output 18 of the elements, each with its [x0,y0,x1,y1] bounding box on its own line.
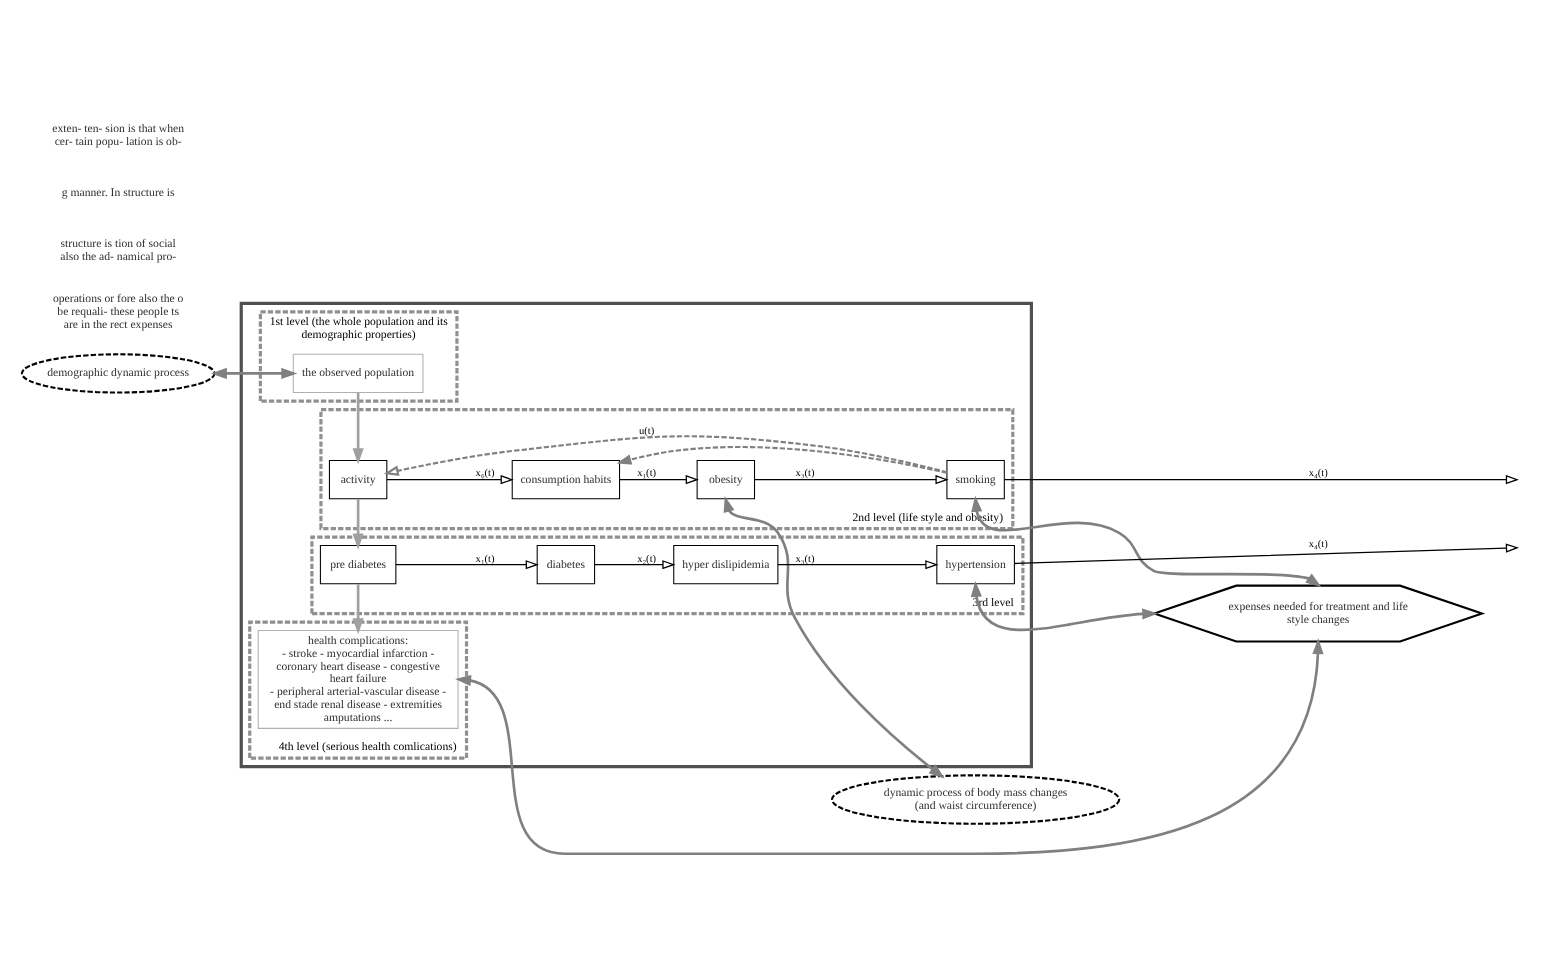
arrow [210,366,298,378]
arrow [723,495,945,778]
arrow [352,583,364,634]
arrow [386,474,514,484]
arrow [970,579,1159,631]
arrow [619,474,699,484]
arrow [594,559,676,569]
arrow [754,474,949,484]
arrow [352,391,364,464]
arrow [1004,474,1519,484]
arrow [777,559,939,569]
arrow [455,637,1324,855]
arrow [395,559,539,569]
arrow [971,494,1322,587]
arrow [383,434,948,475]
arrow [616,445,947,473]
arrow [1014,542,1520,564]
arrow [352,498,364,549]
